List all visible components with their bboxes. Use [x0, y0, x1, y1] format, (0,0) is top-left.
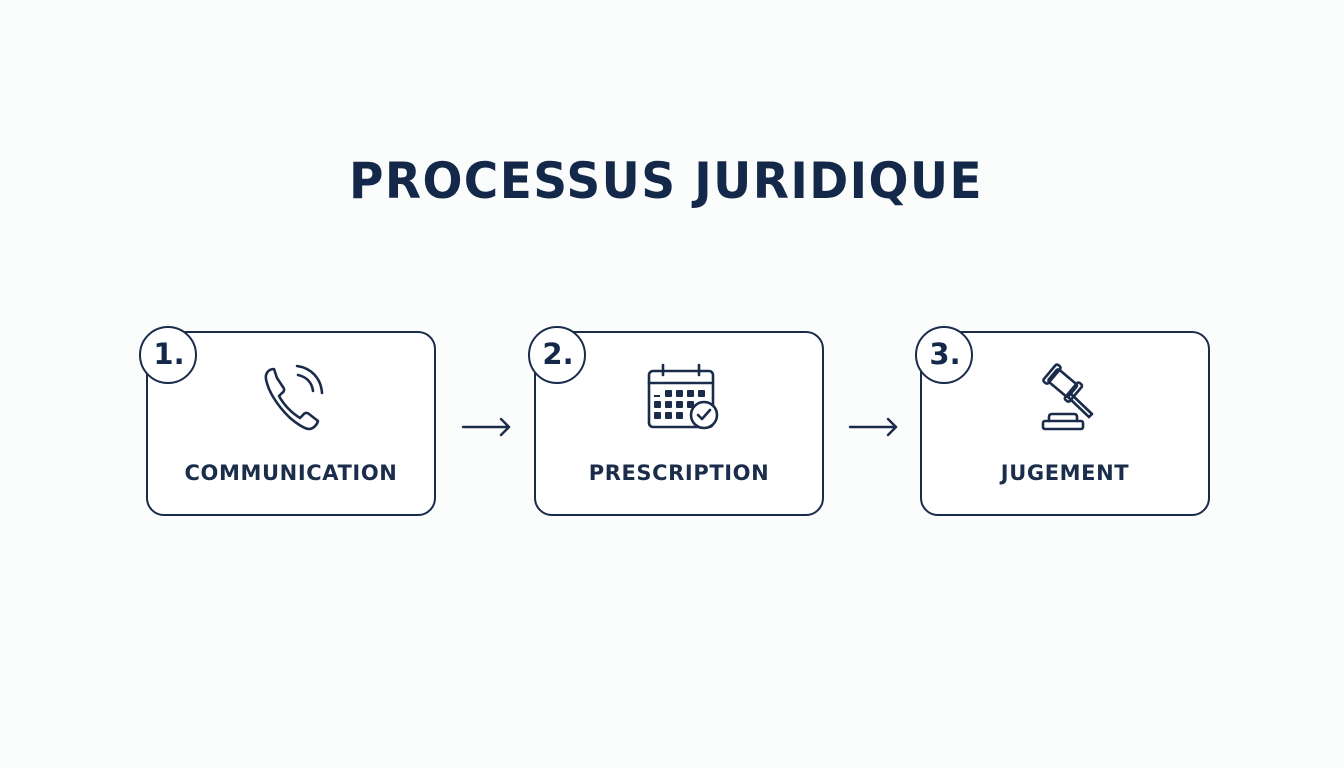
arrow-right-icon — [848, 417, 898, 437]
step-number-badge: 1. — [139, 326, 197, 384]
step-number-badge: 2. — [528, 326, 586, 384]
page-title: PROCESSUS JURIDIQUE — [348, 152, 984, 210]
arrow-right-icon — [461, 417, 511, 437]
step-label: COMMUNICATION — [184, 461, 398, 485]
calendar-check-icon — [647, 363, 719, 430]
step-card-prescription: PRESCRIPTION — [534, 331, 824, 516]
step-number: 2. — [542, 337, 574, 371]
step-label: JUGEMENT — [1000, 461, 1130, 485]
step-number-badge: 3. — [915, 326, 973, 384]
step-number: 3. — [929, 337, 961, 371]
step-label: PRESCRIPTION — [588, 461, 770, 485]
step-number: 1. — [153, 337, 185, 371]
phone-icon — [264, 364, 324, 431]
gavel-icon — [1041, 363, 1094, 431]
